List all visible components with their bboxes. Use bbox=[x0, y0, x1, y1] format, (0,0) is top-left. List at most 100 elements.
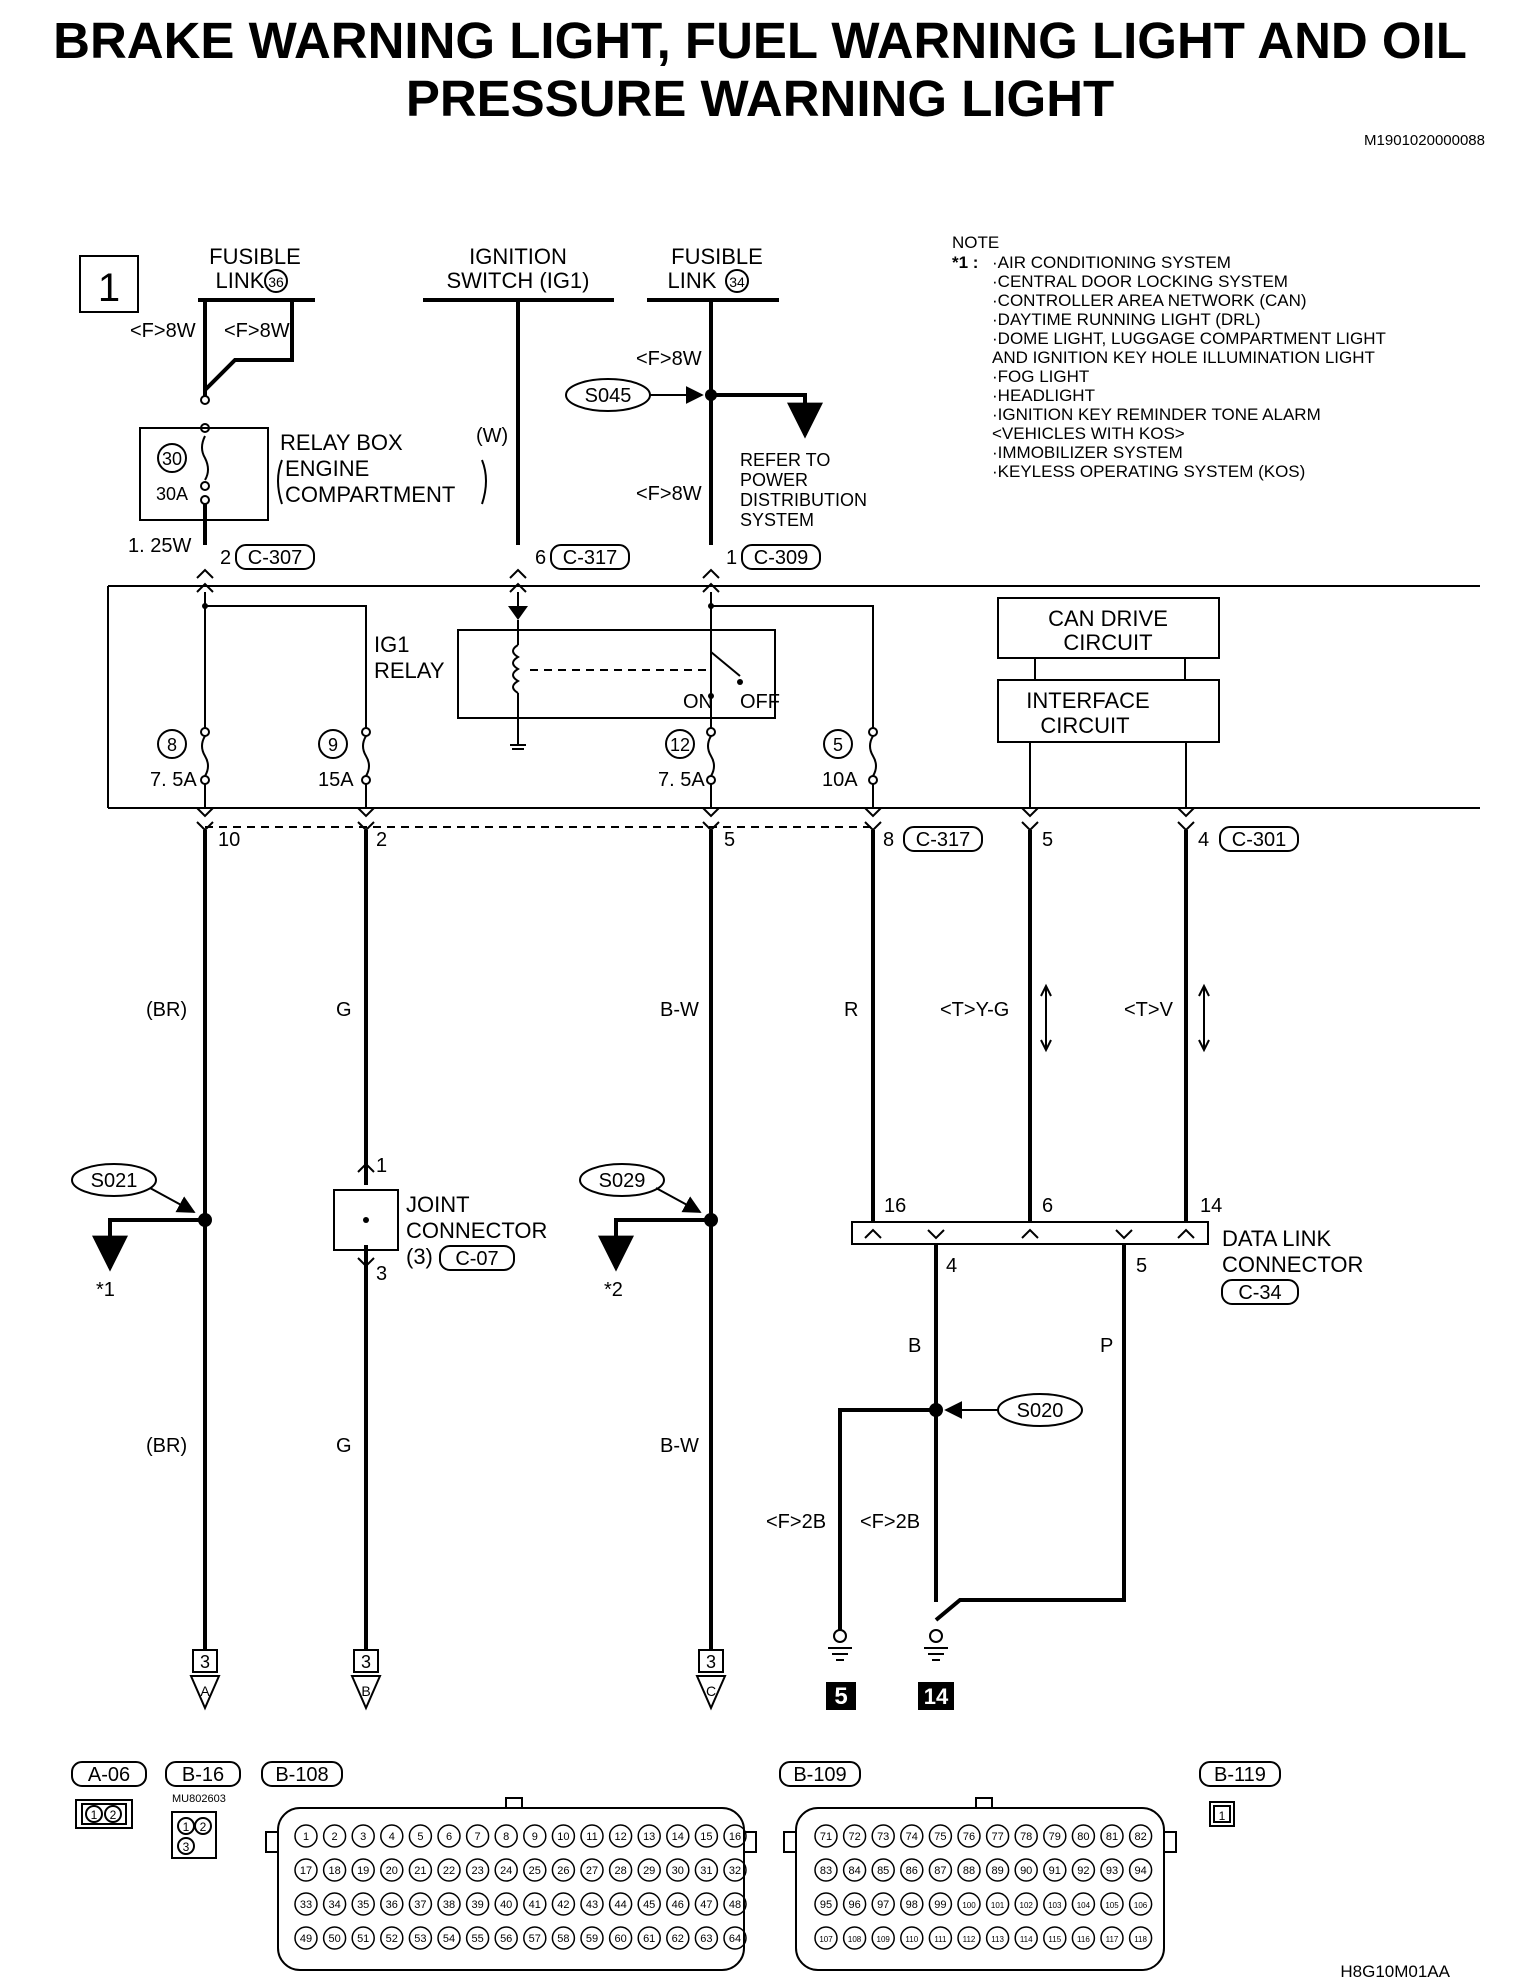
svg-text:C-309: C-309 bbox=[754, 547, 808, 569]
fuse-9: 9 15A bbox=[318, 727, 371, 808]
svg-text:AND IGNITION KEY HOLE ILLUMINA: AND IGNITION KEY HOLE ILLUMINATION LIGHT bbox=[992, 348, 1375, 367]
svg-text:2: 2 bbox=[200, 1820, 207, 1834]
svg-text:15A: 15A bbox=[318, 769, 354, 791]
connector-pin-label: 86 bbox=[906, 1865, 918, 1877]
svg-text:34: 34 bbox=[729, 274, 745, 290]
svg-text:·FOG LIGHT: ·FOG LIGHT bbox=[992, 367, 1089, 386]
connector-pin bbox=[842, 1824, 867, 1848]
svg-text:C-301: C-301 bbox=[1232, 829, 1286, 851]
connector-pin bbox=[580, 1824, 604, 1848]
connector-pin-label: 84 bbox=[848, 1865, 860, 1877]
connector-pin bbox=[985, 1858, 1010, 1882]
connector-pin bbox=[551, 1858, 576, 1882]
connector-pin bbox=[551, 1824, 576, 1848]
svg-text:3: 3 bbox=[706, 1652, 716, 1672]
interface-circuit: INTERFACE CIRCUIT bbox=[997, 679, 1220, 808]
connector-pin bbox=[871, 1824, 895, 1848]
connector-pin bbox=[322, 1858, 347, 1882]
connector-pin-label: 56 bbox=[500, 1933, 512, 1945]
connector-pin-label: 20 bbox=[386, 1865, 398, 1877]
relay-box: 30 30A RELAY BOX ENGINE COMPARTMENT (W) … bbox=[128, 395, 508, 557]
svg-text:12: 12 bbox=[670, 735, 690, 755]
svg-text:<F>2B: <F>2B bbox=[766, 1511, 826, 1533]
can-drive-circuit: CAN DRIVE CIRCUIT bbox=[997, 597, 1220, 659]
connector-pin-label: 43 bbox=[586, 1899, 598, 1911]
connector-pin bbox=[928, 1858, 953, 1882]
svg-text:POWER: POWER bbox=[740, 470, 808, 490]
connector-pin-label: 77 bbox=[991, 1831, 1003, 1843]
connector-pin bbox=[723, 1824, 747, 1848]
page-number-box: 1 bbox=[79, 255, 139, 313]
svg-text:C-317: C-317 bbox=[563, 547, 617, 569]
connector-pin-label: 23 bbox=[471, 1865, 483, 1877]
svg-text:C-07: C-07 bbox=[455, 1248, 498, 1270]
connector-pin bbox=[437, 1858, 461, 1882]
connector-pin-label: 5 bbox=[417, 1831, 423, 1843]
connector-pin-label: 90 bbox=[1020, 1865, 1032, 1877]
connector-pin-label: 1 bbox=[303, 1831, 309, 1843]
connector-pin bbox=[523, 1824, 547, 1848]
svg-text:·DOME LIGHT, LUGGAGE COMPARTME: ·DOME LIGHT, LUGGAGE COMPARTMENT LIGHT bbox=[992, 329, 1386, 348]
fuse-8: 8 7. 5A bbox=[150, 727, 210, 808]
connector-pin-label: 105 bbox=[1105, 1901, 1119, 1910]
connector-pin bbox=[928, 1824, 953, 1848]
connector-pin-label: 93 bbox=[1106, 1865, 1118, 1877]
svg-text:FUSIBLE: FUSIBLE bbox=[209, 244, 301, 269]
connector-pin-label: 111 bbox=[934, 1935, 947, 1944]
connector-pin-label: 4 bbox=[389, 1831, 395, 1843]
connector-c307-top: 2 C-307 bbox=[220, 544, 315, 570]
connector-pin bbox=[408, 1926, 433, 1950]
connector-pin bbox=[408, 1892, 433, 1916]
connector-pin bbox=[494, 1926, 518, 1950]
svg-text:CIRCUIT: CIRCUIT bbox=[1040, 713, 1129, 738]
svg-text:2: 2 bbox=[220, 547, 231, 569]
connector-pin-label: 29 bbox=[643, 1865, 655, 1877]
connector-pin-label: 38 bbox=[443, 1899, 455, 1911]
svg-text:5: 5 bbox=[834, 1683, 847, 1710]
connector-pin bbox=[928, 1926, 953, 1950]
connector-pin-label: 107 bbox=[819, 1935, 833, 1944]
connector-pin bbox=[1043, 1858, 1067, 1882]
connector-pin bbox=[842, 1858, 867, 1882]
svg-text:CIRCUIT: CIRCUIT bbox=[1063, 630, 1152, 655]
connector-pin-label: 116 bbox=[1077, 1935, 1090, 1944]
connector-pin bbox=[1014, 1824, 1038, 1848]
svg-text:14: 14 bbox=[1200, 1195, 1222, 1217]
ground-5: 5 bbox=[826, 1629, 856, 1710]
svg-text:1: 1 bbox=[726, 547, 737, 569]
connector-pin-label: 63 bbox=[700, 1933, 712, 1945]
connector-pin-label: 112 bbox=[963, 1935, 976, 1944]
continuation-a: 3 A bbox=[189, 1649, 221, 1711]
connector-pin bbox=[294, 1892, 318, 1916]
connector-pin-label: 6 bbox=[446, 1831, 452, 1843]
connector-pin bbox=[900, 1824, 924, 1848]
connector-pin bbox=[1100, 1892, 1124, 1916]
connector-pin-label: 27 bbox=[586, 1865, 598, 1877]
figure-id: H8G10M01AA bbox=[1340, 1962, 1450, 1981]
connector-pin bbox=[322, 1892, 347, 1916]
connector-pin-label: 30 bbox=[672, 1865, 684, 1877]
connector-pin-label: 71 bbox=[820, 1831, 832, 1843]
connector-pin bbox=[1128, 1926, 1153, 1950]
connector-pin-label: 11 bbox=[586, 1831, 597, 1843]
svg-text:C-317: C-317 bbox=[916, 829, 970, 851]
connector-pin bbox=[351, 1824, 375, 1848]
svg-text:CONNECTOR: CONNECTOR bbox=[406, 1218, 547, 1243]
connector-c317-top: 6 C-317 bbox=[535, 544, 630, 570]
svg-text:<F>8W: <F>8W bbox=[636, 483, 702, 505]
connector-pin bbox=[1014, 1926, 1038, 1950]
connector-pin bbox=[551, 1892, 576, 1916]
connector-pin bbox=[900, 1926, 924, 1950]
continuation-b: 3 B bbox=[350, 1649, 382, 1711]
svg-text:10A: 10A bbox=[822, 769, 858, 791]
connector-pin bbox=[380, 1892, 404, 1916]
svg-text:DISTRIBUTION: DISTRIBUTION bbox=[740, 490, 867, 510]
control-unit-box bbox=[107, 585, 1480, 828]
connector-c309-top: 1 C-309 bbox=[726, 544, 821, 570]
connector-pin-label: 103 bbox=[1048, 1901, 1062, 1910]
connector-pin-label: 7 bbox=[475, 1831, 481, 1843]
connector-pin-label: 73 bbox=[877, 1831, 889, 1843]
connector-pin bbox=[637, 1892, 661, 1916]
connector-pin-label: 22 bbox=[443, 1865, 455, 1877]
fusible-link-34-label: FUSIBLE LINK 34 bbox=[647, 244, 779, 302]
